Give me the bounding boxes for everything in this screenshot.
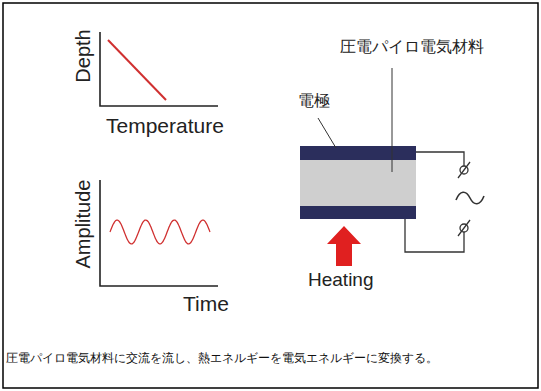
process-label: Heating (308, 270, 374, 291)
amplitude-wave (110, 220, 210, 244)
part-name: 電極 (298, 92, 330, 110)
figure-border (3, 3, 538, 388)
axis-title: Depth (72, 29, 94, 82)
chart-axes (100, 180, 218, 286)
leader-line (392, 68, 393, 172)
part-name: 圧電パイロ電気材料 (340, 38, 484, 56)
terminal-mark (458, 162, 470, 178)
bottom-electrode (300, 206, 416, 219)
axis-title: Temperature (106, 114, 224, 137)
top-electrode (300, 146, 416, 160)
axis-title: Amplitude (72, 180, 94, 269)
temperature-profile-line (108, 40, 166, 100)
piezo-pyroelectric-material (300, 160, 416, 206)
axis-title: Time (183, 292, 229, 315)
leader-line (318, 118, 336, 148)
wire (405, 219, 464, 252)
heating-arrow (327, 226, 361, 266)
ac-source-symbol (456, 192, 484, 204)
wire (416, 152, 464, 166)
chart-axes (100, 32, 218, 106)
figure-caption: 圧電パイロ電気材料に交流を流し、熱エネルギーを電気エネルギーに変換する。 (6, 350, 534, 366)
